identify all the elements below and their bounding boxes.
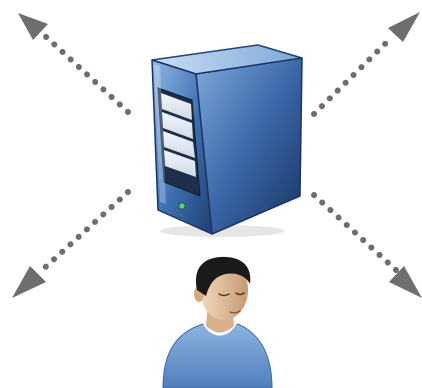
- connector-up-left-line: [41, 32, 131, 115]
- connector-up-right-line: [311, 34, 395, 117]
- server-drive-slots: [161, 93, 196, 177]
- arrowhead-down-right-icon: [389, 266, 422, 298]
- user-hair: [195, 256, 251, 296]
- connector-down-right-line: [311, 192, 399, 273]
- arrowhead-up-right-icon: [388, 12, 420, 42]
- user-shirt: [162, 321, 273, 388]
- user-avatar-icon: [162, 256, 273, 388]
- server-side-face: [195, 57, 303, 235]
- arrowhead-up-left-icon: [18, 13, 48, 40]
- connector-up-right: [311, 12, 420, 117]
- connectors: [12, 12, 422, 298]
- server-power-led-icon: [178, 202, 186, 210]
- arrowhead-down-left-icon: [12, 266, 46, 298]
- server-tower-icon: [151, 44, 303, 237]
- connector-up-left: [18, 13, 131, 115]
- connector-down-left: [12, 189, 131, 298]
- connector-down-right: [311, 192, 422, 298]
- connector-down-left-line: [37, 189, 131, 275]
